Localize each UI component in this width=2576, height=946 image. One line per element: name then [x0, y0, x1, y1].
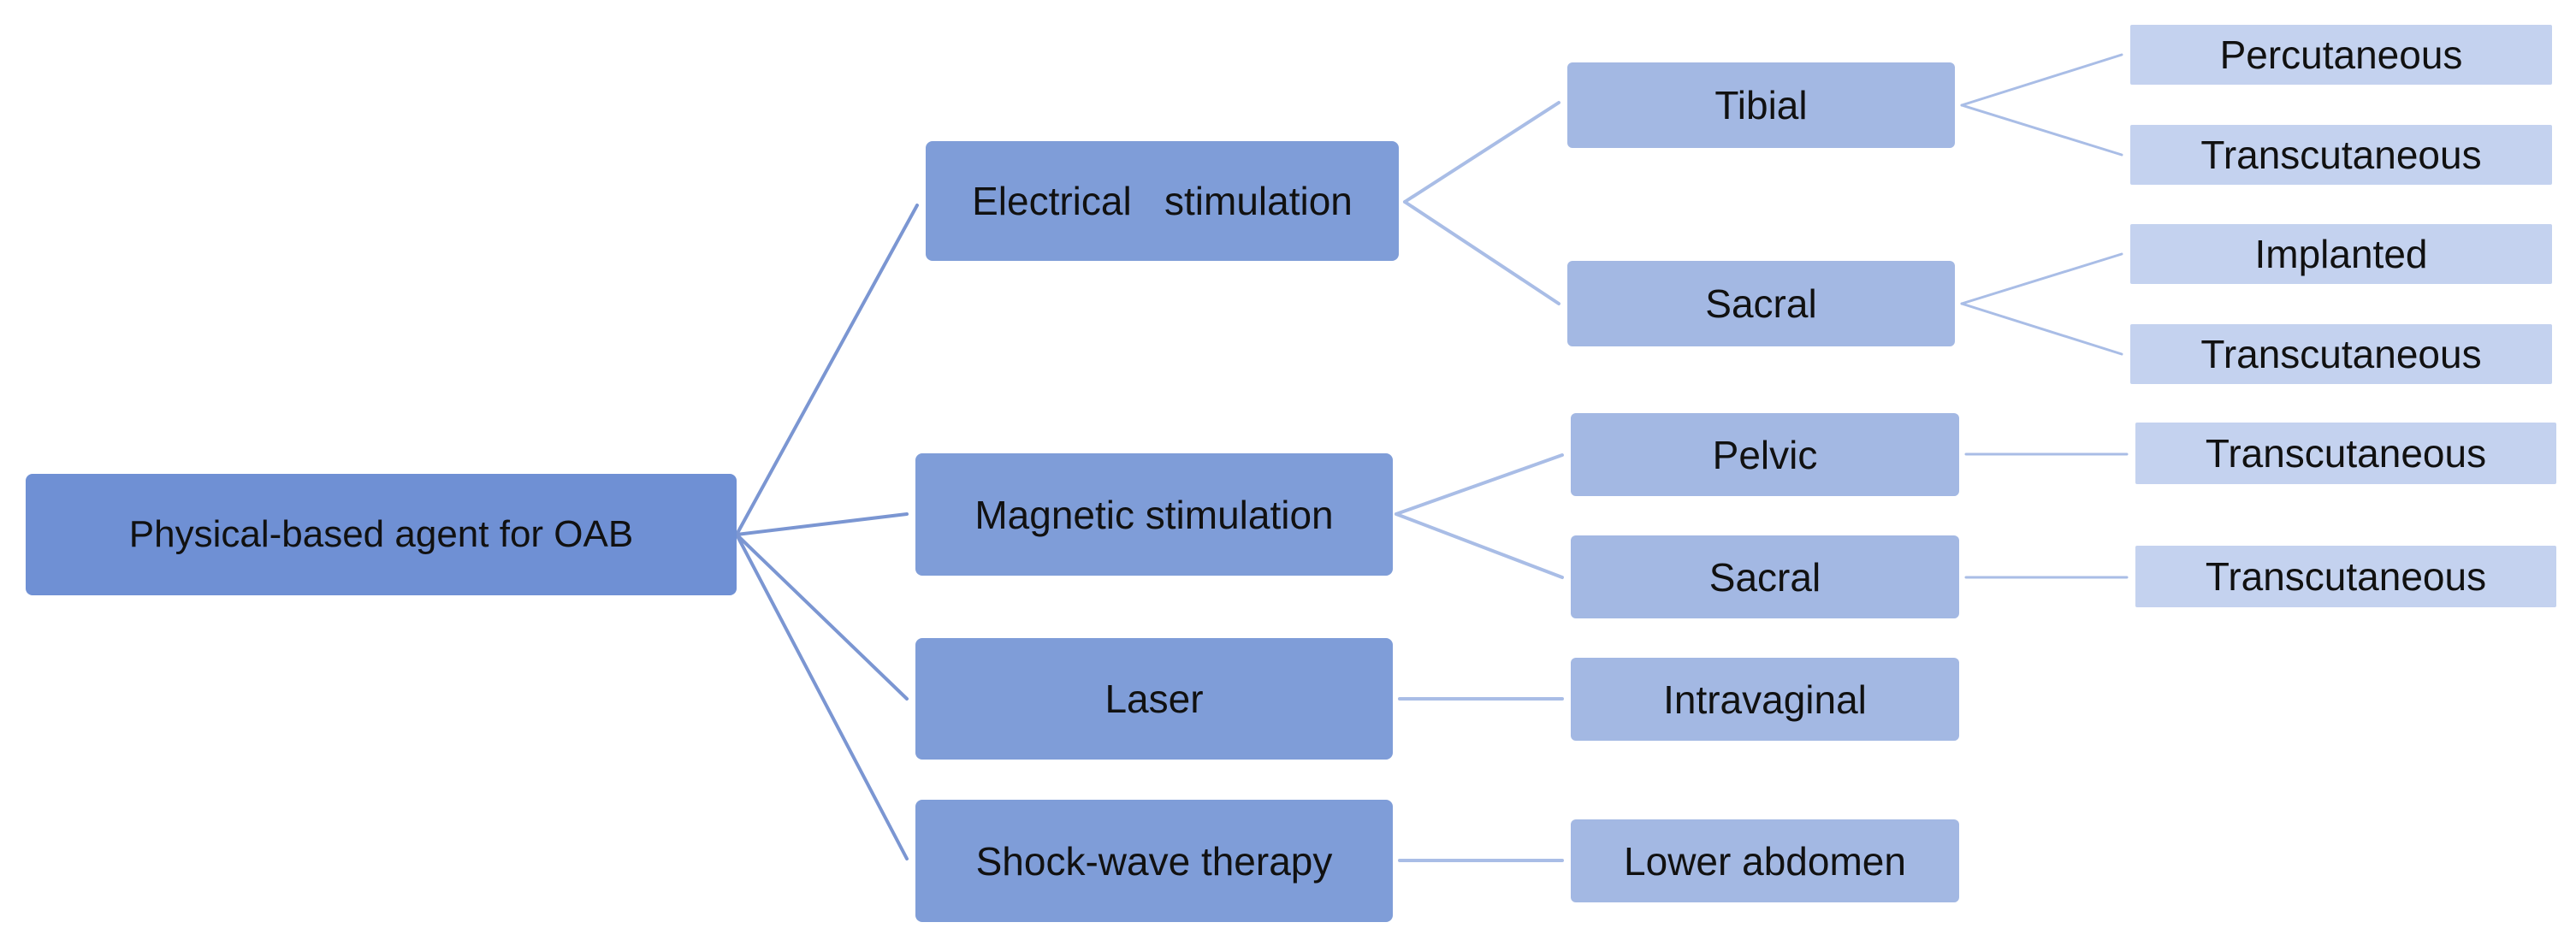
node-magnetic-stimulation: Magnetic stimulation: [915, 453, 1393, 576]
node-percutaneous: Percutaneous: [2130, 25, 2552, 85]
connector-root-electrical: [735, 204, 919, 536]
node-transcutaneous-sacral-magnetic: Transcutaneous: [2135, 546, 2556, 607]
connector-root-laser: [735, 533, 909, 701]
connector-root-shockwave: [735, 533, 909, 860]
node-intravaginal: Intravaginal: [1571, 658, 1959, 741]
connector-electrical-tibial: [1403, 101, 1560, 204]
connector-electrical-sacral: [1403, 200, 1560, 305]
connector-tibial-transcutaneous: [1960, 103, 2123, 157]
node-sacral-magnetic: Sacral: [1571, 535, 1959, 618]
node-tibial: Tibial: [1567, 62, 1955, 148]
node-shock-wave-therapy: Shock-wave therapy: [915, 800, 1393, 922]
node-transcutaneous-pelvic: Transcutaneous: [2135, 423, 2556, 484]
connector-sacral-implanted: [1960, 252, 2123, 305]
node-electrical-stimulation: Electrical stimulation: [926, 141, 1399, 261]
node-pelvic: Pelvic: [1571, 413, 1959, 496]
node-implanted: Implanted: [2130, 224, 2552, 284]
node-sacral-electrical: Sacral: [1567, 261, 1955, 346]
node-lower-abdomen: Lower abdomen: [1571, 819, 1959, 902]
node-transcutaneous-sacral-electrical: Transcutaneous: [2130, 324, 2552, 384]
root-node: Physical-based agent for OAB: [26, 474, 737, 595]
node-laser: Laser: [915, 638, 1393, 760]
connector-tibial-percutaneous: [1960, 53, 2123, 107]
connector-magnetic-sacral: [1395, 512, 1564, 579]
connector-magnetic-pelvic: [1395, 453, 1564, 516]
node-transcutaneous-tibial: Transcutaneous: [2130, 125, 2552, 185]
connector-sacral-transcutaneous: [1960, 302, 2123, 356]
connector-root-magnetic: [735, 512, 909, 536]
